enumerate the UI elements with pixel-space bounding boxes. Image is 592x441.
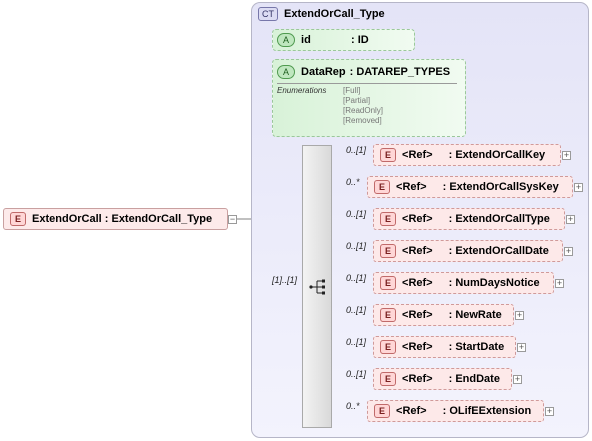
enumeration-divider — [277, 83, 457, 84]
expand-icon[interactable]: + — [564, 246, 573, 256]
element-newrate[interactable]: E <Ref> : NewRate — [373, 304, 514, 326]
enumerations-label: Enumerations — [277, 86, 327, 95]
element-ref: <Ref> — [402, 245, 433, 257]
element-cardinality: 0..[1] — [346, 369, 367, 379]
element-ref: <Ref> — [402, 373, 433, 385]
element-ref: <Ref> — [402, 149, 433, 161]
enumeration-value: [Removed] — [343, 116, 382, 125]
element-name: : ExtendOrCallDate — [448, 245, 549, 257]
expand-icon[interactable]: + — [566, 214, 575, 224]
element-name: : ExtendOrCallType — [448, 213, 550, 225]
element-ref: <Ref> — [402, 309, 433, 321]
attribute-id[interactable]: A id : ID — [272, 29, 415, 51]
expand-icon[interactable]: + — [574, 182, 583, 192]
expand-icon[interactable]: + — [545, 406, 554, 416]
sequence-cardinality: [1]..[1] — [272, 275, 298, 285]
attribute-name: DataRep — [301, 66, 346, 78]
element-badge: E — [380, 372, 397, 386]
element-badge: E — [374, 180, 391, 194]
element-extendorcalltype[interactable]: E <Ref> : ExtendOrCallType — [373, 208, 565, 230]
element-startdate[interactable]: E <Ref> : StartDate — [373, 336, 516, 358]
element-ref: <Ref> — [402, 341, 433, 353]
element-ref: <Ref> — [396, 181, 427, 193]
attribute-datarep[interactable]: A DataRep : DATAREP_TYPES Enumerations [… — [272, 59, 466, 137]
attribute-name: id — [301, 34, 311, 46]
element-badge: E — [380, 148, 397, 162]
element-ref: <Ref> — [396, 405, 427, 417]
element-name: : NewRate — [448, 309, 502, 321]
element-name: : ExtendOrCallSysKey — [442, 181, 559, 193]
complex-type-title: ExtendOrCall_Type — [284, 8, 385, 20]
element-ref: <Ref> — [402, 277, 433, 289]
element-badge: E — [380, 340, 397, 354]
element-cardinality: 0..[1] — [346, 273, 367, 283]
element-olifeextension[interactable]: E <Ref> : OLifEExtension — [367, 400, 544, 422]
element-badge: E — [380, 276, 397, 290]
attribute-badge: A — [277, 33, 296, 47]
element-badge: E — [380, 308, 397, 322]
expand-icon[interactable]: + — [562, 150, 571, 160]
element-name: : NumDaysNotice — [448, 277, 540, 289]
element-extendorcalldate[interactable]: E <Ref> : ExtendOrCallDate — [373, 240, 563, 262]
attribute-badge: A — [277, 65, 296, 79]
complex-type-header: CT ExtendOrCall_Type — [258, 6, 385, 22]
element-cardinality: 0..[1] — [346, 305, 367, 315]
element-name: : OLifEExtension — [442, 405, 532, 417]
element-badge: E — [10, 212, 27, 226]
element-badge: E — [380, 212, 397, 226]
element-cardinality: 0..[1] — [346, 209, 367, 219]
element-cardinality: 0..[1] — [346, 337, 367, 347]
expand-icon[interactable]: + — [515, 310, 524, 320]
element-cardinality: 0..[1] — [346, 241, 367, 251]
element-numdaysnotice[interactable]: E <Ref> : NumDaysNotice — [373, 272, 554, 294]
enumeration-value: [ReadOnly] — [343, 106, 384, 115]
element-badge: E — [380, 244, 397, 258]
element-badge: E — [374, 404, 391, 418]
root-element-extendorcall[interactable]: E ExtendOrCall : ExtendOrCall_Type — [3, 208, 228, 230]
enumeration-value: [Full] — [343, 86, 361, 95]
element-enddate[interactable]: E <Ref> : EndDate — [373, 368, 512, 390]
element-name: : StartDate — [448, 341, 505, 353]
element-cardinality: 0..* — [346, 401, 360, 411]
complex-type-badge: CT — [258, 7, 278, 21]
element-name: : EndDate — [448, 373, 500, 385]
element-cardinality: 0..[1] — [346, 145, 367, 155]
element-ref: <Ref> — [402, 213, 433, 225]
sequence-icon — [309, 279, 325, 295]
element-extendorcallkey[interactable]: E <Ref> : ExtendOrCallKey — [373, 144, 561, 166]
enumeration-list: [Full] [Partial] [ReadOnly] [Removed] — [343, 86, 383, 126]
expand-icon[interactable]: + — [555, 278, 564, 288]
collapse-toggle-icon[interactable]: − — [228, 214, 237, 224]
expand-icon[interactable]: + — [517, 342, 526, 352]
attribute-type: : ID — [351, 34, 369, 46]
element-name: : ExtendOrCallKey — [448, 149, 546, 161]
element-extendorcallsyskey[interactable]: E <Ref> : ExtendOrCallSysKey — [367, 176, 573, 198]
root-element-label: ExtendOrCall : ExtendOrCall_Type — [32, 213, 213, 225]
enumeration-value: [Partial] — [343, 96, 371, 105]
element-cardinality: 0..* — [346, 177, 360, 187]
attribute-type: : DATAREP_TYPES — [349, 66, 451, 78]
expand-icon[interactable]: + — [513, 374, 522, 384]
